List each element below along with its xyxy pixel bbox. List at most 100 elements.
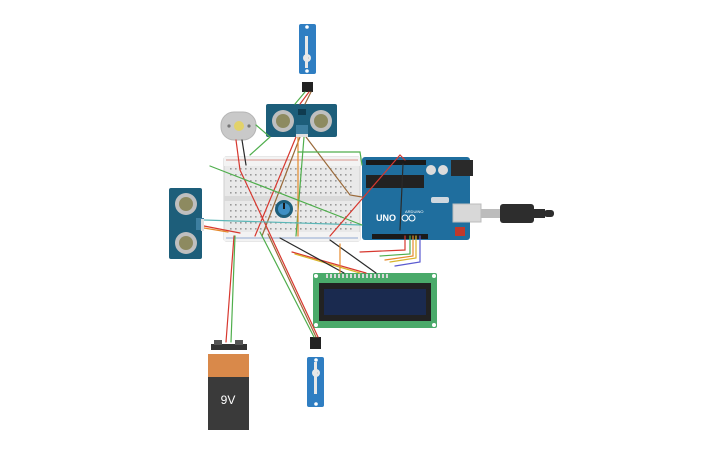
wire[interactable] xyxy=(384,235,414,261)
breadboard-hole xyxy=(235,168,237,170)
breadboard-hole xyxy=(285,168,287,170)
wire[interactable] xyxy=(294,91,306,105)
breadboard-hole xyxy=(345,222,347,224)
breadboard-hole xyxy=(255,192,257,194)
wire[interactable] xyxy=(291,251,367,274)
wire[interactable] xyxy=(230,235,236,343)
breadboard-hole xyxy=(300,186,302,188)
breadboard-hole xyxy=(330,192,332,194)
wire[interactable] xyxy=(329,154,406,237)
breadboard-hole xyxy=(325,168,327,170)
breadboard-hole xyxy=(350,222,352,224)
breadboard[interactable] xyxy=(223,156,361,242)
breadboard-hole xyxy=(305,228,307,230)
ultrasonic-sensor-top[interactable] xyxy=(266,104,337,137)
wire[interactable] xyxy=(329,239,377,274)
breadboard-hole xyxy=(230,228,232,230)
breadboard-hole xyxy=(230,192,232,194)
breadboard-hole xyxy=(335,204,337,206)
breadboard-hole xyxy=(260,174,262,176)
breadboard-hole xyxy=(265,222,267,224)
breadboard-hole xyxy=(340,174,342,176)
wire[interactable] xyxy=(399,163,404,231)
breadboard-hole xyxy=(260,192,262,194)
wire[interactable] xyxy=(297,151,363,166)
breadboard-hole xyxy=(320,210,322,212)
usb-cable[interactable] xyxy=(452,203,554,223)
breadboard-hole xyxy=(240,204,242,206)
potentiometer[interactable] xyxy=(275,200,293,218)
breadboard-hole xyxy=(235,222,237,224)
breadboard-hole xyxy=(350,174,352,176)
breadboard-hole xyxy=(280,228,282,230)
wire[interactable] xyxy=(304,91,312,105)
breadboard-hole xyxy=(300,192,302,194)
breadboard-hole xyxy=(260,228,262,230)
servo-bottom[interactable] xyxy=(307,337,324,407)
breadboard-hole xyxy=(295,192,297,194)
wire[interactable] xyxy=(279,237,345,274)
breadboard-hole xyxy=(325,228,327,230)
breadboard-hole xyxy=(340,204,342,206)
breadboard-hole xyxy=(310,174,312,176)
breadboard-hole xyxy=(310,210,312,212)
arduino-uno[interactable]: UNO ARDUINO xyxy=(362,157,473,240)
breadboard-hole xyxy=(230,180,232,182)
breadboard-hole xyxy=(295,186,297,188)
breadboard-hole xyxy=(310,180,312,182)
lcd-display[interactable] xyxy=(313,273,437,328)
wire[interactable] xyxy=(379,235,411,257)
wire[interactable] xyxy=(305,136,363,198)
breadboard-hole xyxy=(270,216,272,218)
breadboard-hole xyxy=(265,180,267,182)
breadboard-hole xyxy=(235,216,237,218)
breadboard-hole xyxy=(270,186,272,188)
dc-motor[interactable] xyxy=(220,111,257,141)
wire[interactable] xyxy=(295,136,305,237)
wire[interactable] xyxy=(203,219,363,226)
breadboard-hole xyxy=(235,228,237,230)
ultrasonic-sensor-left[interactable] xyxy=(169,188,204,259)
breadboard-hole xyxy=(240,168,242,170)
breadboard-hole xyxy=(335,168,337,170)
wire[interactable] xyxy=(389,235,417,263)
lcd-pin xyxy=(382,274,384,278)
breadboard-hole xyxy=(270,168,272,170)
wire[interactable] xyxy=(359,235,406,253)
wire[interactable] xyxy=(299,91,310,105)
breadboard-hole xyxy=(245,186,247,188)
breadboard-hole xyxy=(255,174,257,176)
breadboard-hole xyxy=(260,204,262,206)
wire[interactable] xyxy=(225,235,235,343)
reset-button[interactable] xyxy=(455,227,465,236)
breadboard-hole xyxy=(280,180,282,182)
breadboard-hole xyxy=(265,186,267,188)
wire[interactable] xyxy=(249,124,271,156)
wire[interactable] xyxy=(203,225,241,234)
breadboard-hole xyxy=(290,228,292,230)
breadboard-hole xyxy=(275,228,277,230)
breadboard-hole xyxy=(330,180,332,182)
breadboard-hole xyxy=(350,192,352,194)
lcd-pin xyxy=(358,274,360,278)
wire[interactable] xyxy=(209,165,363,226)
wire[interactable] xyxy=(241,139,247,166)
breadboard-hole xyxy=(270,228,272,230)
breadboard-hole xyxy=(305,204,307,206)
wire[interactable] xyxy=(203,227,229,233)
battery-9v[interactable]: 9V xyxy=(208,340,249,430)
lcd-pin xyxy=(334,274,336,278)
breadboard-hole xyxy=(270,204,272,206)
capacitor-icon xyxy=(438,165,448,175)
breadboard-hole xyxy=(305,174,307,176)
wire[interactable] xyxy=(254,136,297,237)
breadboard-hole xyxy=(245,174,247,176)
wire[interactable] xyxy=(235,139,319,338)
wire[interactable] xyxy=(394,235,421,267)
wire[interactable] xyxy=(261,136,301,237)
wire[interactable] xyxy=(267,233,317,338)
breadboard-hole xyxy=(315,168,317,170)
wire[interactable] xyxy=(259,231,315,338)
servo-top[interactable] xyxy=(299,24,316,92)
breadboard-hole xyxy=(310,192,312,194)
